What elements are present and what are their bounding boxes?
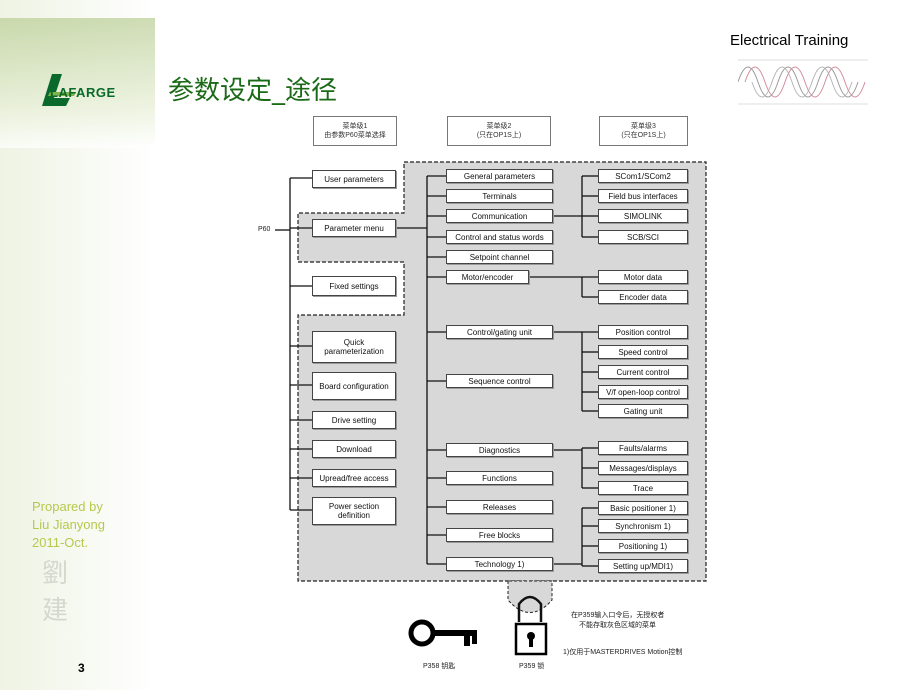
- l3-setting-up-mdi[interactable]: Setting up/MDI1): [598, 559, 688, 573]
- l2-control-status-words[interactable]: Control and status words: [446, 230, 553, 244]
- l3-basic-positioner[interactable]: Basic positioner 1): [598, 501, 688, 515]
- padlock-icon: [514, 622, 548, 656]
- l3-gating-unit[interactable]: Gating unit: [598, 404, 688, 418]
- l3-current-control[interactable]: Current control: [598, 365, 688, 379]
- seal-watermark: 劉 建: [42, 556, 98, 636]
- l1-parameter-menu[interactable]: Parameter menu: [312, 219, 396, 237]
- lock-note-line-2: 不能存取灰色区域的菜单: [579, 622, 656, 629]
- l3-messages-displays[interactable]: Messages/displays: [598, 461, 688, 475]
- l3-vf-open-loop-control[interactable]: V/f open-loop control: [598, 385, 688, 399]
- l1-drive-setting[interactable]: Drive setting: [312, 411, 396, 429]
- l3-speed-control[interactable]: Speed control: [598, 345, 688, 359]
- l2-free-blocks[interactable]: Free blocks: [446, 528, 553, 542]
- header-level2-sub: (只在OP1S上): [476, 132, 522, 139]
- logo-text: LAFARGE: [50, 85, 116, 100]
- header-level2: 菜单级2 (只在OP1S上): [447, 116, 551, 146]
- page-title: 参数设定_途径: [168, 76, 338, 106]
- header-level3-title: 菜单级3: [631, 123, 656, 130]
- l3-trace[interactable]: Trace: [598, 481, 688, 495]
- page-number: 3: [78, 661, 85, 675]
- l2-sequence-control[interactable]: Sequence control: [446, 374, 553, 388]
- l2-releases[interactable]: Releases: [446, 500, 553, 514]
- brand-label: Electrical Training: [730, 32, 849, 49]
- l2-motor-encoder[interactable]: Motor/encoder: [446, 270, 529, 284]
- l1-power-section-definition[interactable]: Power section definition: [312, 497, 396, 525]
- l3-simolink[interactable]: SIMOLINK: [598, 209, 688, 223]
- l1-board-configuration[interactable]: Board configuration: [312, 372, 396, 400]
- header-level3: 菜单级3 (只在OP1S上): [599, 116, 688, 146]
- l3-positioning[interactable]: Positioning 1): [598, 539, 688, 553]
- l2-terminals[interactable]: Terminals: [446, 189, 553, 203]
- prepared-line-1: Propared by: [32, 499, 103, 514]
- lock-note-line-1: 在P359输入口令后，无授权者: [571, 612, 665, 619]
- header-level1: 菜单级1 由参数P60菜单选择: [313, 116, 397, 146]
- l1-fixed-settings[interactable]: Fixed settings: [312, 276, 396, 296]
- l1-user-parameters[interactable]: User parameters: [312, 170, 396, 188]
- l3-synchronism[interactable]: Synchronism 1): [598, 519, 688, 533]
- prepared-by: Propared by Liu Jianyong 2011-Oct.: [32, 498, 105, 552]
- l3-motor-data[interactable]: Motor data: [598, 270, 688, 284]
- l2-control-gating-unit[interactable]: Control/gating unit: [446, 325, 553, 339]
- key-label: P358 钥匙: [423, 663, 456, 670]
- l2-communication[interactable]: Communication: [446, 209, 553, 223]
- lafarge-logo-icon: [42, 74, 76, 106]
- l1-quick-parameterization[interactable]: Quick parameterization: [312, 331, 396, 363]
- l2-general-parameters[interactable]: General parameters: [446, 169, 553, 183]
- header-level3-sub: (只在OP1S上): [621, 132, 666, 139]
- prepared-line-3: 2011-Oct.: [32, 535, 89, 550]
- p60-label: P60: [258, 226, 271, 233]
- l2-setpoint-channel[interactable]: Setpoint channel: [446, 250, 553, 264]
- prepared-line-2: Liu Jianyong: [32, 517, 105, 532]
- footnote: 1)仅用于MASTERDRIVES Motion控制: [563, 649, 683, 656]
- l1-upread-free-access[interactable]: Upread/free access: [312, 469, 396, 487]
- seal-char-2: 建: [42, 596, 69, 626]
- l3-position-control[interactable]: Position control: [598, 325, 688, 339]
- l3-faults-alarms[interactable]: Faults/alarms: [598, 441, 688, 455]
- l3-scb-sci[interactable]: SCB/SCI: [598, 230, 688, 244]
- l1-download[interactable]: Download: [312, 440, 396, 458]
- l3-field-bus-interfaces[interactable]: Field bus interfaces: [598, 189, 688, 203]
- key-icon: [408, 619, 477, 647]
- header-level1-sub: 由参数P60菜单选择: [324, 132, 386, 139]
- l2-functions[interactable]: Functions: [446, 471, 553, 485]
- l2-technology[interactable]: Technology 1): [446, 557, 553, 571]
- l2-diagnostics[interactable]: Diagnostics: [446, 443, 553, 457]
- header-level1-title: 菜单级1: [342, 123, 368, 130]
- header-level2-title: 菜单级2: [486, 123, 512, 130]
- sine-waves-icon: [738, 59, 868, 105]
- sidebar-gradient: [0, 18, 155, 148]
- l3-encoder-data[interactable]: Encoder data: [598, 290, 688, 304]
- lock-label: P359 锁: [519, 663, 545, 670]
- l3-scom1-scom2[interactable]: SCom1/SCom2: [598, 169, 688, 183]
- seal-char-1: 劉: [42, 559, 69, 589]
